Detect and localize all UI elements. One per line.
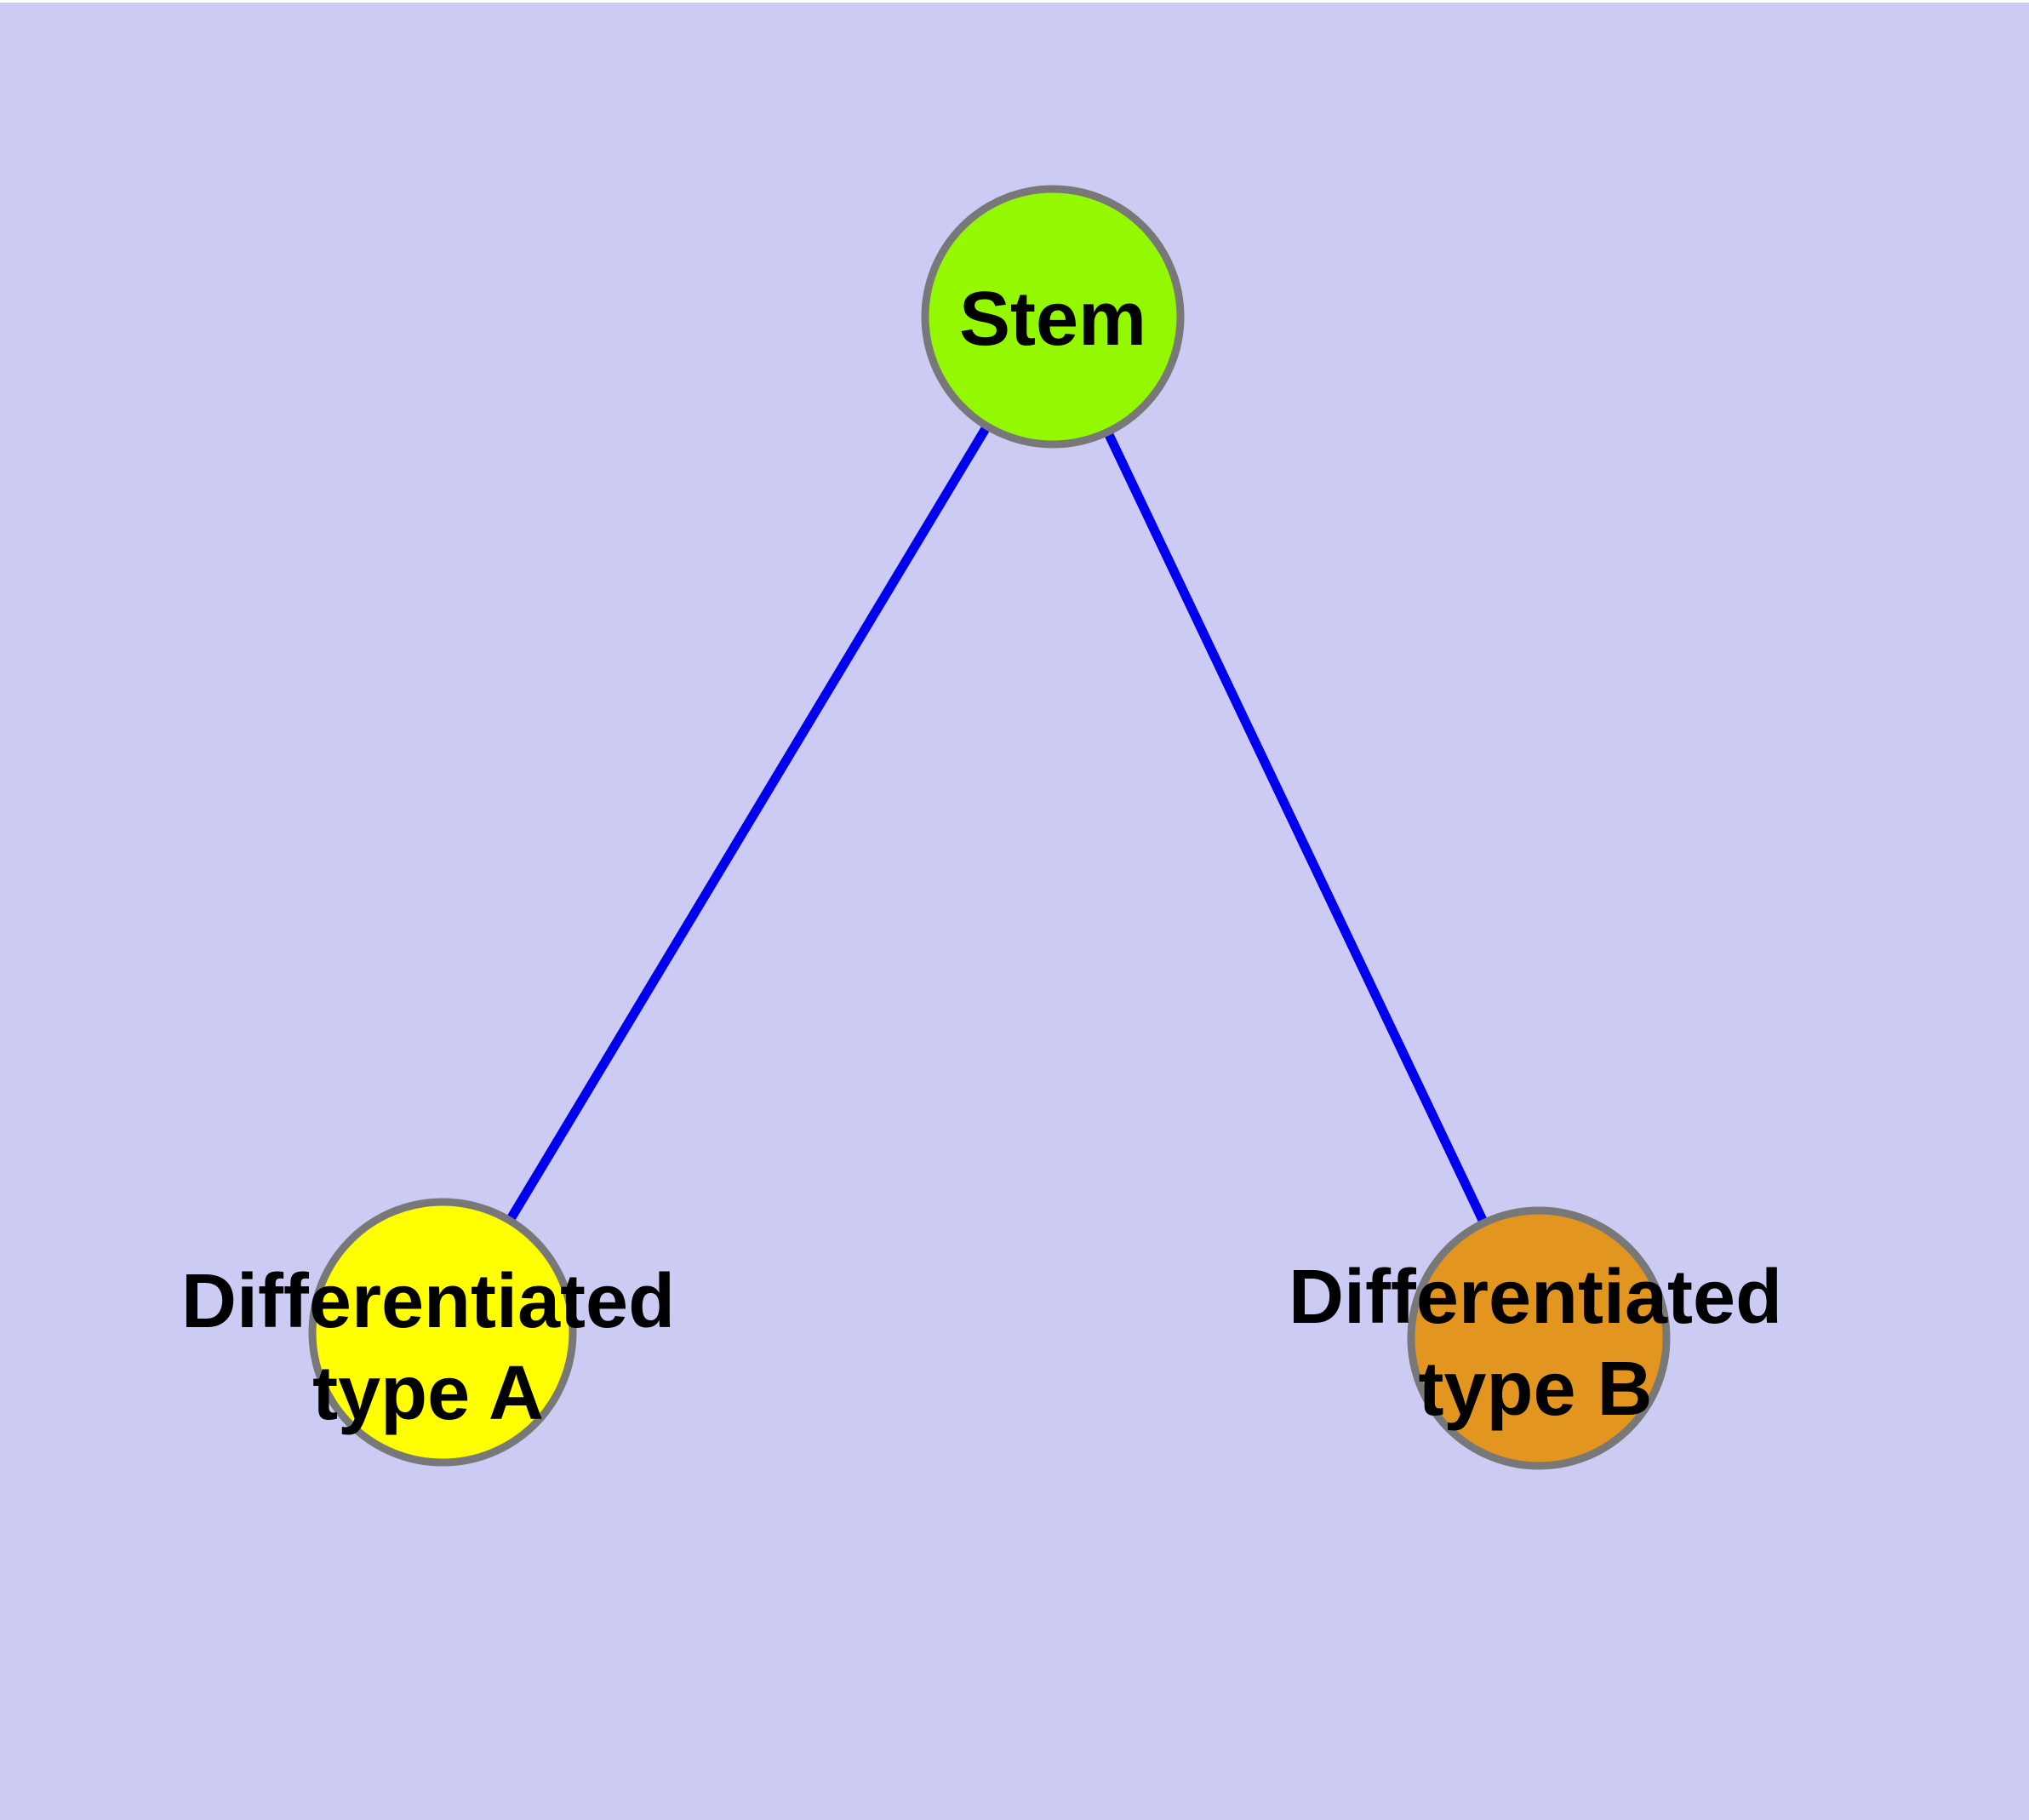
node-typeB-label-line-2: type B xyxy=(1418,1347,1653,1432)
node-stem-circle xyxy=(921,185,1185,449)
node-stem-label-line: Stem xyxy=(958,277,1147,362)
node-stem-label: Stem xyxy=(959,273,1146,365)
node-typeA-label-line-1: Differentiated xyxy=(180,1259,676,1344)
node-typeA-label-line-2: type A xyxy=(312,1351,544,1436)
edge-stem-to-typeB xyxy=(1049,314,1543,1341)
node-typeB-label-line-1: Differentiated xyxy=(1288,1255,1783,1340)
node-typeB-label: Differentiated type B xyxy=(1289,1251,1782,1435)
node-typeA-circle xyxy=(308,1198,577,1467)
edge-stem-to-typeA xyxy=(438,314,1057,1335)
node-typeB-circle xyxy=(1407,1206,1671,1470)
node-typeA-label: Differentiated type A xyxy=(181,1256,675,1439)
image-top-edge-strip xyxy=(0,0,2029,3)
